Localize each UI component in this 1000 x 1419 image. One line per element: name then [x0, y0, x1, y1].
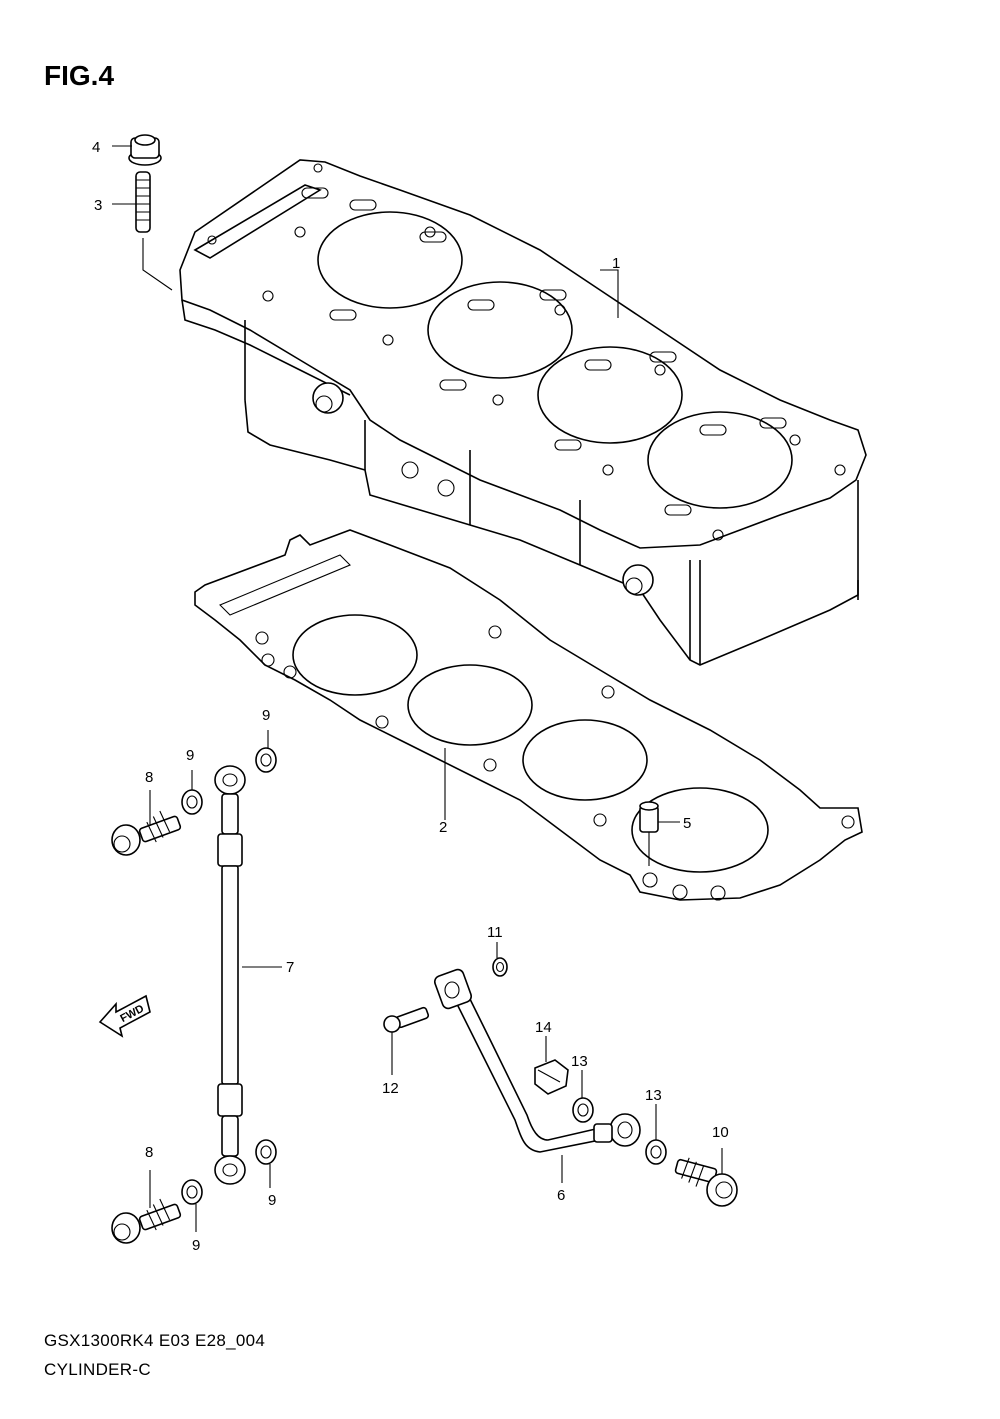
callout-9-d: 9: [192, 1237, 200, 1254]
callout-9-b: 9: [186, 747, 194, 764]
callout-3: 3: [94, 197, 102, 214]
oil-hose: [214, 765, 246, 1185]
pipe-bolt: [383, 1006, 430, 1033]
callout-7: 7: [286, 959, 294, 976]
callout-12: 12: [382, 1080, 399, 1097]
callout-labels: 1 2 3 4 5 6 7 8 8 9 9 9 9 10 11 12 13 13…: [92, 139, 729, 1254]
callout-1: 1: [612, 255, 620, 272]
fwd-arrow-icon: [98, 994, 151, 1038]
callout-5: 5: [683, 815, 691, 832]
union-bolt-10: [674, 1157, 738, 1207]
leader-lines: [112, 145, 723, 1232]
callout-13-b: 13: [645, 1087, 662, 1104]
stud-bolt: [135, 171, 151, 233]
fwd-marker: FWD: [98, 994, 151, 1038]
callout-13-a: 13: [571, 1053, 588, 1070]
dowel-pin: [639, 801, 659, 833]
section-name: CYLINDER-C: [44, 1360, 151, 1379]
cylinder-block: [179, 159, 867, 666]
callout-4: 4: [92, 139, 100, 156]
callout-10: 10: [712, 1124, 729, 1141]
callout-14: 14: [535, 1019, 552, 1036]
callout-8-lower: 8: [145, 1144, 153, 1161]
callout-2: 2: [439, 819, 447, 836]
union-bolt-upper: [111, 810, 182, 856]
base-gasket: [194, 529, 863, 901]
model-code: GSX1300RK4 E03 E28_004: [44, 1331, 266, 1350]
callout-9-a: 9: [262, 707, 270, 724]
callout-9-c: 9: [268, 1192, 276, 1209]
callout-11: 11: [487, 924, 503, 941]
figure-title: FIG.4: [44, 60, 115, 91]
flange-nut: [128, 134, 162, 166]
callout-8-upper: 8: [145, 769, 153, 786]
oil-pipe: [433, 968, 641, 1153]
union-bolt-lower: [111, 1198, 182, 1244]
gasket-washer: [181, 747, 667, 1205]
callout-6: 6: [557, 1187, 565, 1204]
pipe-clamp: [534, 1059, 569, 1095]
